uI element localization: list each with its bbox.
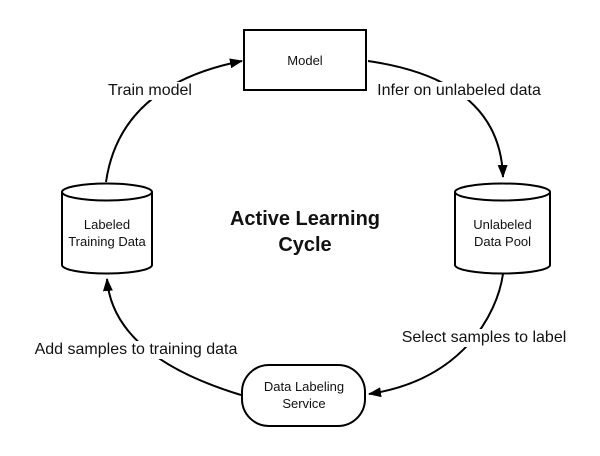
data-labeling-service-node-label: Data Labeling Service <box>263 379 345 411</box>
unlabeled-data-pool-node-shape <box>454 182 551 275</box>
labeled-training-data-node-label: Labeled Training Data <box>68 217 146 249</box>
data-labeling-service-node-shape <box>241 364 366 427</box>
labeled-training-data-node-shape <box>61 182 153 275</box>
diagram-title: Active Learning Cycle <box>229 208 381 256</box>
edge-add-samples-to-training-data-arrow <box>102 278 242 396</box>
edge-label-infer-on-unlabeled-data: Infer on unlabeled data <box>374 82 544 100</box>
edge-label-select-samples-to-label: Select samples to label <box>398 329 570 347</box>
edge-infer-on-unlabeled-data-arrow <box>367 60 508 178</box>
model-node-shape <box>243 29 367 91</box>
edge-train-model-arrow <box>105 58 243 183</box>
edge-label-add-samples-to-training-data: Add samples to training data <box>31 341 241 359</box>
model-node-label: Model <box>287 52 323 68</box>
edge-label-train-model: Train model <box>105 82 195 100</box>
unlabeled-data-pool-node-label: Unlabeled Data Pool <box>473 217 532 249</box>
